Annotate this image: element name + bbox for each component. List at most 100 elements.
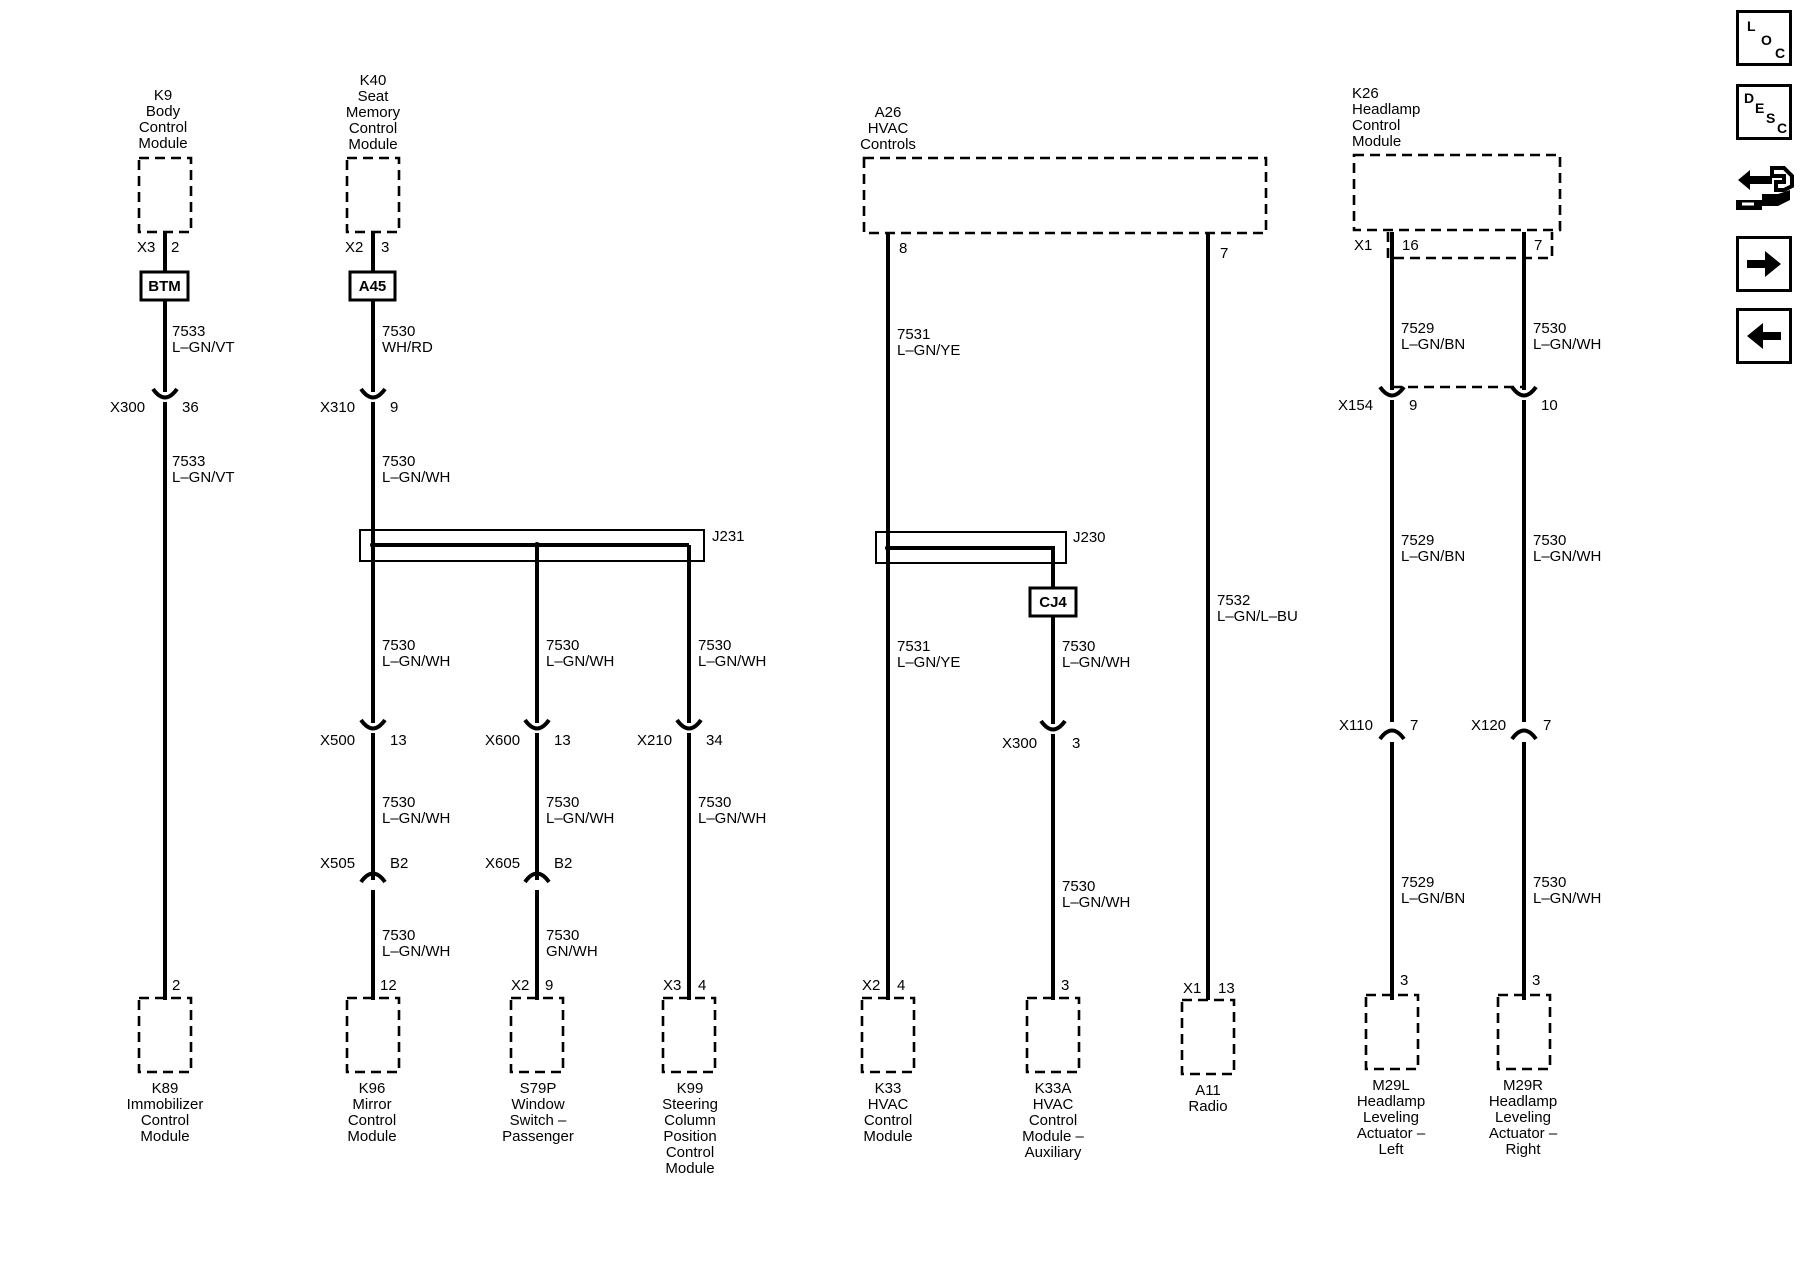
svg-text:4: 4 <box>698 977 706 994</box>
splice-j230: J230 <box>875 529 1106 588</box>
module-box-k96 <box>345 996 401 1074</box>
svg-text:16: 16 <box>1402 237 1419 254</box>
svg-text:K33A: K33A <box>1035 1080 1072 1097</box>
desc-letter-d: D <box>1744 90 1755 106</box>
svg-text:Auxiliary: Auxiliary <box>1025 1144 1082 1161</box>
svg-text:Leveling: Leveling <box>1495 1109 1551 1126</box>
svg-text:X300: X300 <box>1002 735 1037 752</box>
svg-text:10: 10 <box>1541 397 1558 414</box>
svg-text:M29L: M29L <box>1372 1077 1410 1094</box>
svg-text:Memory: Memory <box>346 104 401 121</box>
svg-text:7: 7 <box>1534 237 1542 254</box>
splice-j231: J231 <box>359 528 745 562</box>
svg-text:7531: 7531 <box>897 326 930 343</box>
svg-text:7: 7 <box>1220 245 1228 262</box>
tools-icon <box>1736 166 1794 210</box>
svg-text:Control: Control <box>349 120 397 137</box>
svg-text:Module: Module <box>140 1128 189 1145</box>
svg-text:L–GN/BN: L–GN/BN <box>1401 548 1465 565</box>
svg-text:HVAC: HVAC <box>1033 1096 1074 1113</box>
module-box-k33a <box>1025 996 1081 1074</box>
location-button[interactable]: L O C <box>1736 10 1792 66</box>
svg-text:Radio: Radio <box>1188 1098 1227 1115</box>
svg-text:Right: Right <box>1505 1141 1541 1158</box>
svg-text:9: 9 <box>390 399 398 416</box>
svg-text:12: 12 <box>380 977 397 994</box>
svg-text:3: 3 <box>381 239 389 256</box>
svg-text:HVAC: HVAC <box>868 1096 909 1113</box>
svg-text:7529: 7529 <box>1401 320 1434 337</box>
loc-letter-o: O <box>1761 32 1772 48</box>
svg-text:X2: X2 <box>511 977 529 994</box>
svg-text:L–GN/WH: L–GN/WH <box>1062 654 1130 671</box>
svg-text:X110: X110 <box>1339 717 1373 734</box>
svg-text:Headlamp: Headlamp <box>1357 1093 1425 1110</box>
description-button[interactable]: D E S C <box>1736 84 1792 140</box>
svg-text:7533: 7533 <box>172 453 205 470</box>
svg-text:Control: Control <box>139 119 187 136</box>
module-box-k99 <box>661 996 717 1074</box>
svg-text:X210: X210 <box>637 732 672 749</box>
svg-text:Control: Control <box>1029 1112 1077 1129</box>
svg-text:L–GN/BN: L–GN/BN <box>1401 890 1465 907</box>
svg-text:Control: Control <box>1352 117 1400 134</box>
svg-text:7532: 7532 <box>1217 592 1250 609</box>
svg-text:L–GN/L–BU: L–GN/L–BU <box>1217 608 1298 625</box>
svg-text:L–GN/WH: L–GN/WH <box>546 653 614 670</box>
svg-text:X154: X154 <box>1338 397 1373 414</box>
svg-text:7530: 7530 <box>382 453 415 470</box>
inline-connector-labels: X300 36 X310 9 X154 9 10 X500 13 X600 13… <box>110 397 1558 872</box>
svg-text:L–GN/WH: L–GN/WH <box>546 810 614 827</box>
svg-text:Module: Module <box>138 135 187 152</box>
svg-text:L–GN/VT: L–GN/VT <box>172 469 235 486</box>
next-button[interactable] <box>1736 236 1792 292</box>
svg-text:7529: 7529 <box>1401 532 1434 549</box>
svg-text:Module –: Module – <box>1022 1128 1084 1145</box>
svg-text:Switch –: Switch – <box>510 1112 567 1129</box>
svg-text:Seat: Seat <box>358 88 390 105</box>
box-cj4: CJ4 <box>1028 586 1078 618</box>
svg-text:X600: X600 <box>485 732 520 749</box>
module-label-a11: A11 Radio <box>1188 1082 1227 1115</box>
previous-button[interactable] <box>1736 308 1792 364</box>
svg-text:7530: 7530 <box>546 927 579 944</box>
svg-text:7531: 7531 <box>897 638 930 655</box>
diagnostic-tools-button[interactable] <box>1732 160 1794 218</box>
inline-connectors <box>151 385 1538 884</box>
svg-text:A26: A26 <box>875 104 902 121</box>
module-box-a11 <box>1180 998 1236 1076</box>
svg-text:7: 7 <box>1410 717 1418 734</box>
svg-text:13: 13 <box>390 732 407 749</box>
box-btm: BTM <box>139 270 190 302</box>
svg-text:L–GN/VT: L–GN/VT <box>172 339 235 356</box>
svg-text:Control: Control <box>348 1112 396 1129</box>
svg-text:K9: K9 <box>154 87 172 104</box>
svg-text:X505: X505 <box>320 855 355 872</box>
svg-text:3: 3 <box>1400 972 1408 989</box>
bottom-pin-labels: 2 12 X2 9 X3 4 X2 4 3 X1 13 3 3 <box>172 972 1540 997</box>
svg-text:7530: 7530 <box>698 637 731 654</box>
svg-text:L–GN/WH: L–GN/WH <box>1533 890 1601 907</box>
svg-text:K96: K96 <box>359 1080 386 1097</box>
arrow-right-icon <box>1747 251 1781 277</box>
module-label-k33: K33 HVAC Control Module <box>863 1080 912 1145</box>
top-connector-labels: X3 2 X2 3 8 7 X1 16 7 <box>137 237 1542 262</box>
svg-text:7530: 7530 <box>1062 638 1095 655</box>
svg-text:A45: A45 <box>359 278 387 295</box>
module-box-s79p <box>509 996 565 1074</box>
svg-text:M29R: M29R <box>1503 1077 1543 1094</box>
svg-text:36: 36 <box>182 399 199 416</box>
module-label-k33a: K33A HVAC Control Module – Auxiliary <box>1022 1080 1084 1161</box>
svg-text:2: 2 <box>172 977 180 994</box>
desc-letter-c: C <box>1777 120 1788 136</box>
svg-text:4: 4 <box>897 977 905 994</box>
svg-text:Control: Control <box>666 1144 714 1161</box>
loc-letter-l: L <box>1747 18 1756 34</box>
svg-text:X2: X2 <box>862 977 880 994</box>
svg-text:X1: X1 <box>1183 980 1201 997</box>
arrow-left-icon <box>1747 323 1781 349</box>
svg-text:L–GN/YE: L–GN/YE <box>897 654 960 671</box>
module-label-k96: K96 Mirror Control Module <box>347 1080 396 1145</box>
